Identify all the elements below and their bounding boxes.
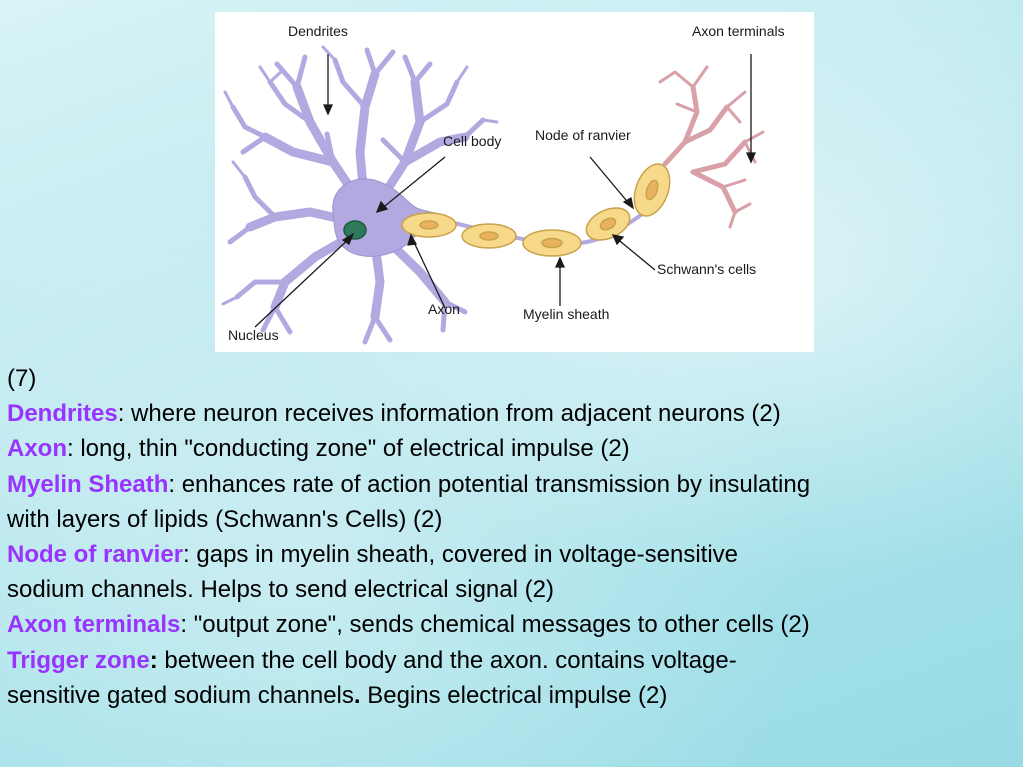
nucleus-shape	[343, 220, 367, 240]
desc-trigger-zone-2c: Begins electrical impulse (2)	[360, 681, 668, 709]
desc-myelin-sheath-1: : enhances rate of action potential tran…	[168, 470, 811, 498]
desc-trigger-zone-2a: sensitive gated sodium channels	[7, 681, 354, 709]
label-cell-body: Cell body	[443, 133, 501, 149]
trigger-zone-colon: :	[149, 646, 158, 674]
desc-node-of-ranvier-1: : gaps in myelin sheath, covered in volt…	[183, 541, 739, 569]
note-trigger-zone: Trigger zone: between the cell body and …	[7, 643, 1023, 678]
label-axon-terminals: Axon terminals	[692, 23, 785, 39]
label-dendrites: Dendrites	[288, 23, 348, 39]
notes-heading: (7)	[7, 365, 37, 392]
note-axon-terminals: Axon terminals: "output zone", sends che…	[7, 607, 1023, 642]
term-node-of-ranvier: Node of ranvier	[7, 541, 184, 569]
note-node-of-ranvier: Node of ranvier: gaps in myelin sheath, …	[7, 537, 1023, 572]
desc-axon: : long, thin "conducting zone" of electr…	[67, 435, 630, 463]
neuron-diagram: Dendrites Axon terminals Cell body Node …	[215, 12, 814, 352]
note-node-of-ranvier-cont: sodium channels. Helps to send electrica…	[7, 576, 554, 604]
notes-text: (7) Dendrites: where neuron receives inf…	[7, 361, 1023, 713]
label-arrows	[254, 54, 757, 328]
dendrites-shape	[221, 45, 499, 345]
note-myelin-sheath: Myelin Sheath: enhances rate of action p…	[7, 467, 1023, 502]
label-myelin-sheath: Myelin sheath	[523, 306, 609, 322]
desc-axon-terminals: : "output zone", sends chemical messages…	[180, 611, 810, 639]
trigger-zone-period: .	[353, 681, 361, 709]
term-axon-terminals: Axon terminals	[7, 611, 181, 639]
label-axon: Axon	[428, 301, 460, 317]
note-myelin-sheath-cont: with layers of lipids (Schwann's Cells) …	[7, 505, 443, 533]
neuron-illustration: Dendrites Axon terminals Cell body Node …	[221, 23, 785, 345]
myelin-segments	[401, 163, 671, 257]
label-nucleus: Nucleus	[228, 327, 279, 343]
label-schwanns-cells: Schwann's cells	[657, 261, 756, 277]
label-node-of-ranvier: Node of ranvier	[535, 127, 631, 143]
note-axon: Axon: long, thin "conducting zone" of el…	[7, 431, 1023, 466]
term-trigger-zone: Trigger zone	[7, 646, 150, 674]
note-trigger-zone-cont: sensitive gated sodium channels. Begins …	[7, 678, 1023, 713]
note-dendrites: Dendrites: where neuron receives informa…	[7, 396, 1023, 431]
axon-terminals-shape	[658, 65, 765, 229]
term-axon: Axon	[7, 435, 67, 463]
desc-trigger-zone-1: between the cell body and the axon. cont…	[157, 646, 737, 674]
term-dendrites: Dendrites	[7, 400, 118, 428]
desc-dendrites: : where neuron receives information from…	[117, 400, 781, 428]
term-myelin-sheath: Myelin Sheath	[7, 470, 169, 498]
